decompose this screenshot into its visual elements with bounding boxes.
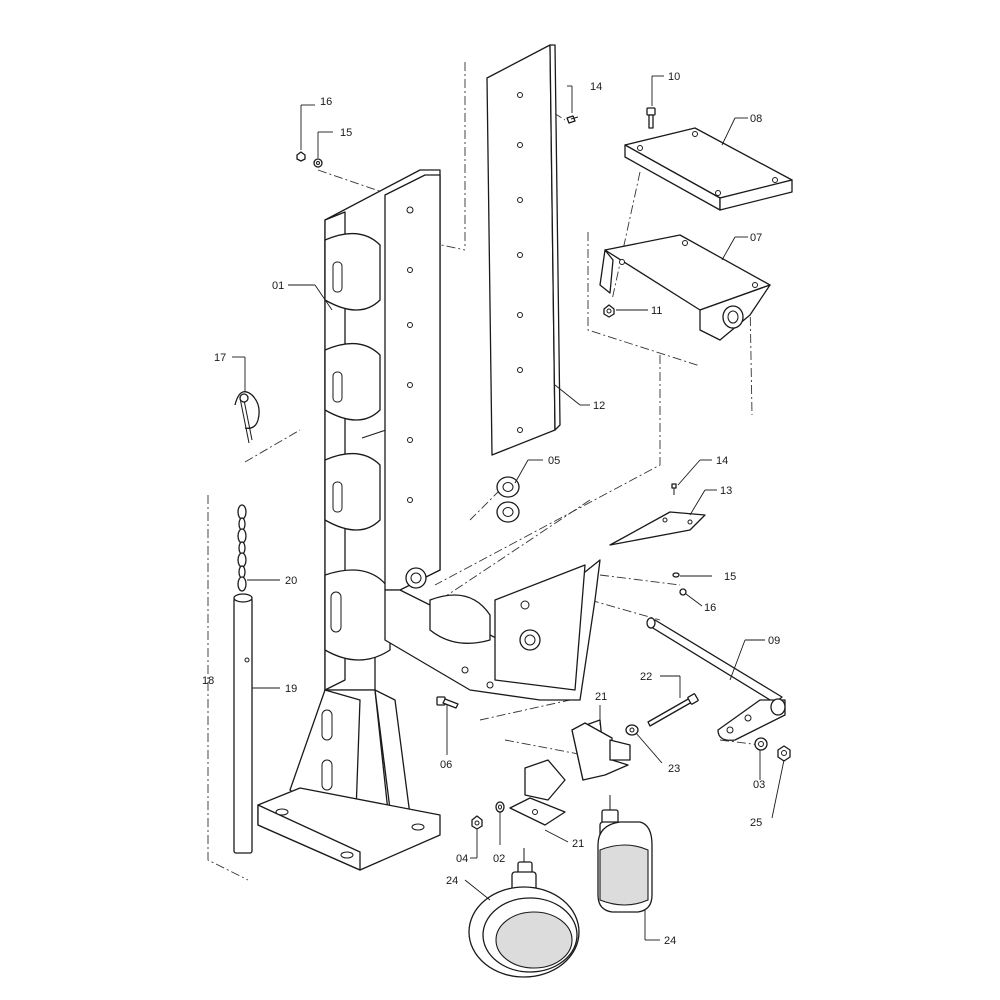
chain-part-20 (237, 504, 247, 592)
callout-06: 06 (440, 759, 452, 771)
callout-24-left: 24 (446, 875, 458, 887)
screw-part-14-mid (671, 483, 677, 495)
callout-20: 20 (285, 575, 297, 587)
shaft-part-09 (646, 617, 786, 741)
callout-21-upper: 21 (595, 691, 607, 703)
callout-05: 05 (548, 455, 560, 467)
callout-24-right: 24 (664, 935, 676, 947)
callout-13: 13 (720, 485, 732, 497)
bolt-part-22 (647, 693, 699, 727)
callout-23: 23 (668, 763, 680, 775)
washer-part-03 (754, 737, 768, 751)
lamp-part-24-round (468, 848, 580, 978)
callout-16-left: 16 (320, 96, 332, 108)
bolt-part-10 (646, 107, 656, 129)
callout-16-right: 16 (704, 602, 716, 614)
mount-bracket-part-07 (599, 234, 771, 341)
callout-04: 04 (456, 853, 468, 865)
bushings-part-05 (496, 476, 520, 523)
washer-part-15-right (672, 572, 680, 578)
nut-part-16-right (679, 588, 687, 596)
callout-01: 01 (272, 280, 284, 292)
callout-14-top: 14 (590, 81, 602, 93)
nut-part-04 (471, 815, 483, 830)
callout-labels: 01 02 03 04 05 06 07 08 09 10 11 12 13 1… (202, 71, 780, 947)
lynch-pin-part-17 (234, 391, 260, 444)
l-bracket (384, 559, 601, 701)
bracket-part-21-lower (509, 759, 566, 826)
callout-15-left: 15 (340, 127, 352, 139)
leader-lines (232, 75, 785, 941)
nut-part-16-left (296, 151, 306, 162)
callout-14-mid: 14 (716, 455, 728, 467)
callout-21-lower: 21 (572, 838, 584, 850)
callout-08: 08 (750, 113, 762, 125)
bolt-part-06 (436, 696, 459, 709)
long-plate-part-12 (486, 44, 561, 456)
callout-15-right: 15 (724, 571, 736, 583)
bracket-part-21-upper (571, 719, 631, 781)
callout-19: 19 (285, 683, 297, 695)
nut-part-25 (777, 745, 791, 762)
nut-part-11 (603, 304, 615, 318)
triangle-plate-part-13 (609, 511, 706, 546)
lamp-part-24-rectangular (597, 795, 653, 913)
callout-10: 10 (668, 71, 680, 83)
callout-12: 12 (593, 400, 605, 412)
callout-18: 18 (202, 675, 214, 687)
callout-22: 22 (640, 671, 652, 683)
callout-09: 09 (768, 635, 780, 647)
washer-part-02 (495, 801, 505, 813)
washer-part-15-left (313, 158, 323, 168)
callout-07: 07 (750, 232, 762, 244)
callout-02: 02 (493, 853, 505, 865)
screw-part-14-top (566, 115, 579, 124)
callout-03: 03 (753, 779, 765, 791)
rod-part-19 (233, 593, 253, 854)
callout-11: 11 (651, 305, 662, 317)
callout-17: 17 (214, 352, 226, 364)
washer-part-23 (625, 724, 639, 736)
column-front-plate (384, 174, 441, 591)
top-plate-part-08 (624, 127, 793, 211)
callout-25: 25 (750, 817, 762, 829)
